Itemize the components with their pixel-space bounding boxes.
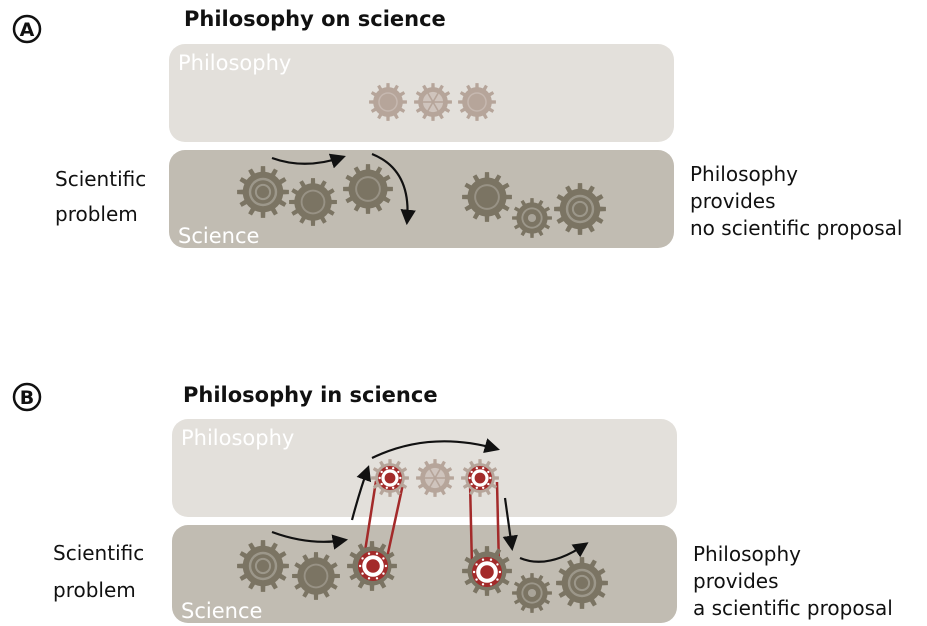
panel-b-letter-circle	[12, 382, 42, 412]
panel-a-right-text-line-1: Philosophy	[690, 162, 798, 186]
panel-a-letter: A	[20, 19, 35, 41]
panel-a-title: Philosophy on science	[184, 7, 446, 31]
arrow-icon	[519, 542, 589, 563]
panel-b: B Philosophy in science Philosophy Scien…	[12, 382, 893, 623]
gear-icon	[556, 557, 608, 609]
panel-b-right-text-line-3: a scientific proposal	[693, 596, 893, 620]
gear-icon	[414, 83, 452, 121]
panel-b-letter: B	[20, 387, 34, 409]
arrow-icon	[350, 465, 372, 521]
panel-b-left-text-line-2: problem	[53, 578, 136, 602]
sprocket-icon	[358, 551, 388, 581]
gear-icon	[237, 166, 289, 218]
panel-a-science-band	[169, 150, 674, 248]
panel-b-left-text-line-1: Scientific	[53, 541, 144, 565]
gear-icon	[458, 83, 496, 121]
gear-icon	[512, 573, 552, 613]
panel-a-letter-circle	[12, 14, 42, 44]
gear-icon	[554, 183, 606, 235]
arrow-icon	[371, 438, 500, 459]
arrow-icon	[371, 152, 416, 226]
gear-icon	[292, 552, 340, 600]
sprocket-icon	[378, 466, 402, 490]
panel-a-right-text-line-2: provides	[690, 189, 776, 213]
gear-icon	[369, 83, 407, 121]
sprocket-icon	[468, 466, 492, 490]
arrow-icon	[271, 530, 349, 550]
gear-icon	[343, 164, 393, 214]
panel-b-right-text-line-1: Philosophy	[693, 542, 801, 566]
panel-b-title: Philosophy in science	[183, 383, 438, 407]
gear-icon	[237, 540, 289, 592]
panel-a-science-label: Science	[178, 224, 259, 248]
arrow-icon	[502, 497, 518, 552]
gear-icon	[416, 459, 454, 497]
panel-a-right-text-line-3: no scientific proposal	[690, 216, 902, 240]
panel-b-philosophy-label: Philosophy	[181, 426, 294, 450]
gear-icon	[289, 178, 337, 226]
gear-icon	[512, 198, 552, 238]
panel-a: A Philosophy on science Philosophy Scien…	[12, 7, 902, 248]
sprocket-icon	[472, 557, 502, 587]
gear-icon	[462, 172, 512, 222]
panel-b-science-label: Science	[181, 599, 262, 623]
panel-b-right-text-line-2: provides	[693, 569, 779, 593]
panel-a-left-text-line-2: problem	[55, 202, 138, 226]
panel-b-science-band	[172, 525, 677, 623]
arrow-icon	[271, 153, 346, 169]
panel-a-philosophy-label: Philosophy	[178, 51, 291, 75]
panel-a-left-text-line-1: Scientific	[55, 167, 146, 191]
